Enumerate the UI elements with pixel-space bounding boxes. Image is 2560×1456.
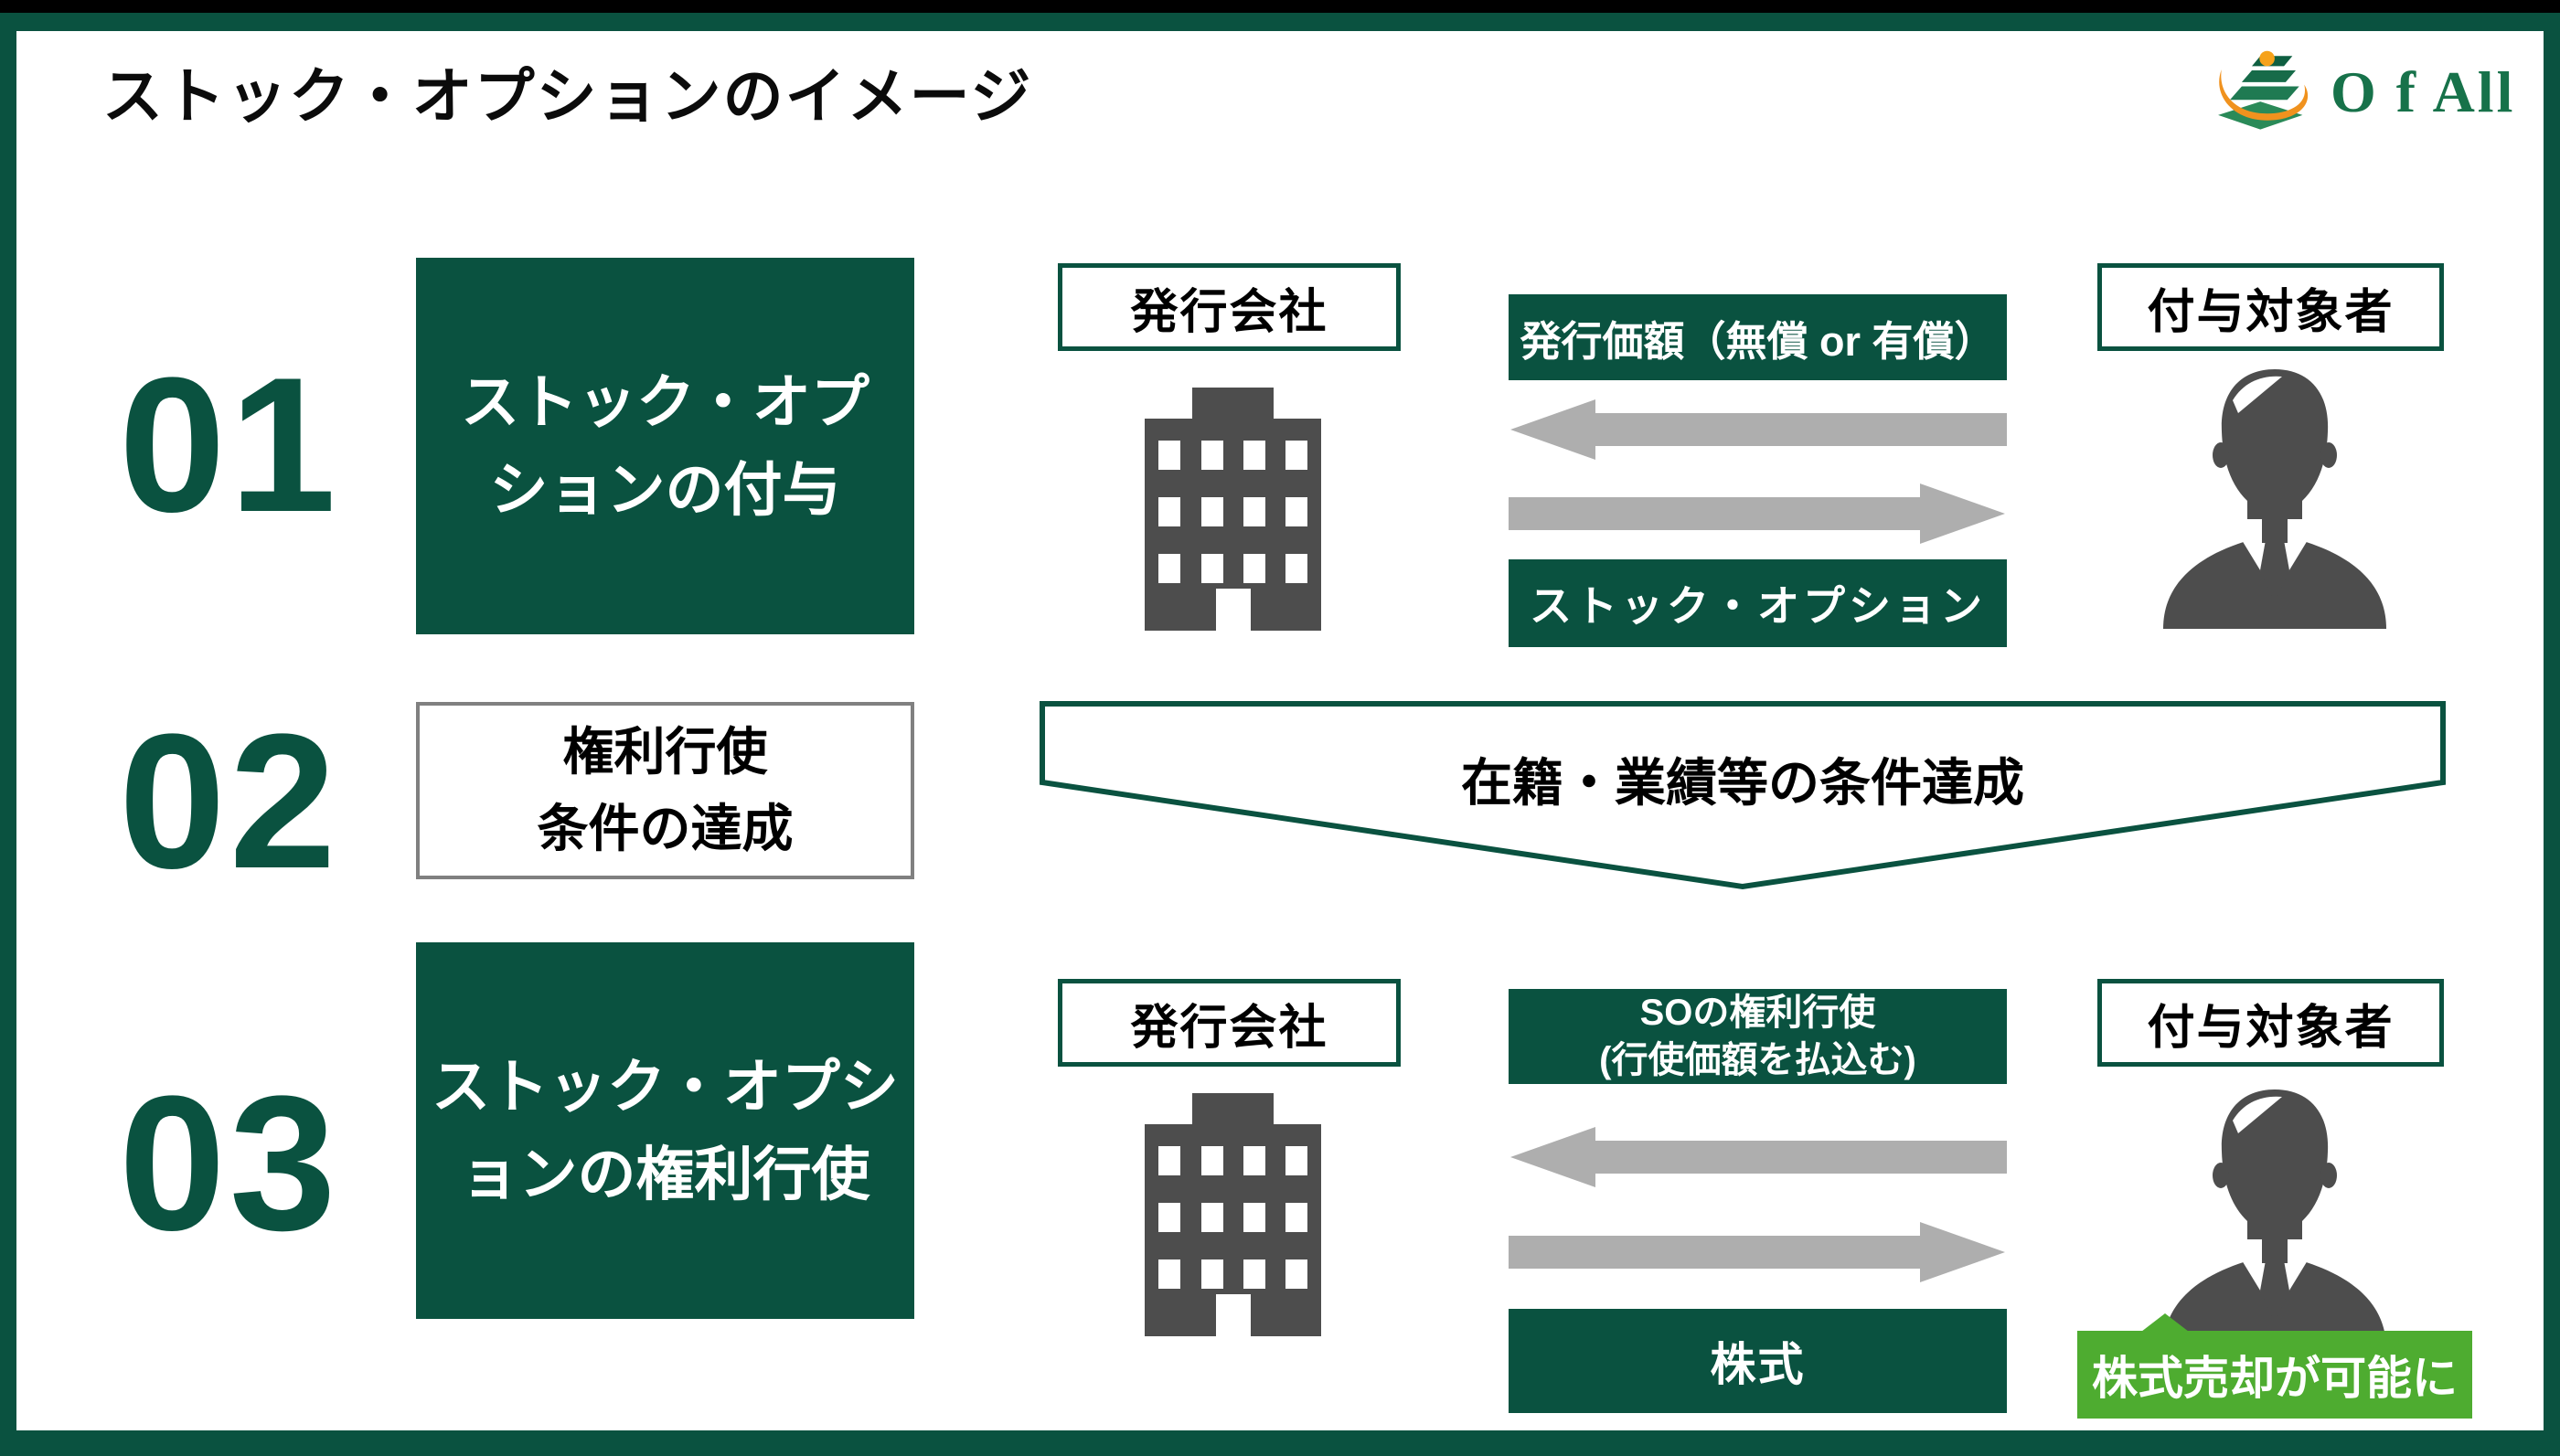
- step-2-label-line1: 権利行使: [562, 723, 768, 781]
- step-3-label-line2: ョンの権利行使: [460, 1142, 870, 1207]
- logo-text: O f All: [2331, 58, 2516, 124]
- condition-pennant-shape: [1040, 701, 2446, 890]
- building-icon-row1: [1145, 388, 1321, 631]
- step-2-label-line2: 条件の達成: [537, 800, 794, 857]
- exercise-banner-row3: SOの権利行使 (行使価額を払込む): [1509, 989, 2007, 1084]
- step-3-label-line1: ストック・オプシ: [432, 1054, 899, 1120]
- page-title: ストック・オプションのイメージ: [102, 62, 1033, 130]
- person-icon-row3: [2163, 1089, 2386, 1349]
- exercise-banner-line2: (行使価額を払込む): [1599, 1040, 1916, 1080]
- issuer-label-row3: 発行会社: [1058, 979, 1401, 1067]
- issuer-label-row3-text: 発行会社: [1130, 1001, 1328, 1055]
- step-1-label-line1: ストック・オプ: [461, 369, 869, 435]
- sale-badge-text: 株式売却が可能に: [2092, 1353, 2458, 1404]
- grantee-label-row3-text: 付与対象者: [2147, 1001, 2395, 1055]
- grant-banner-row1: ストック・オプション: [1509, 559, 2007, 647]
- step-1-number: 01: [119, 337, 340, 552]
- arrow-right-icon-row1: [1509, 484, 2005, 544]
- grantee-label-row1: 付与対象者: [2097, 263, 2444, 351]
- grant-banner-text: ストック・オプション: [1529, 582, 1987, 630]
- step-3-box: ストック・オプシ ョンの権利行使: [416, 942, 914, 1319]
- step-2-number: 02: [119, 694, 340, 909]
- step-3-number: 03: [119, 1056, 340, 1270]
- sale-badge-pointer: [2141, 1313, 2189, 1332]
- company-logo: O f All: [2208, 48, 2515, 136]
- logo-stairs-icon: [2218, 50, 2309, 130]
- price-banner-row1: 発行価額（無償 or 有償）: [1509, 294, 2007, 380]
- arrow-right-icon-row3: [1509, 1222, 2005, 1282]
- share-banner-row3: 株式: [1509, 1309, 2007, 1413]
- share-banner-text: 株式: [1710, 1339, 1806, 1390]
- step-1-label-line2: ションの付与: [489, 457, 841, 523]
- arrow-left-icon-row1: [1510, 399, 2007, 460]
- sale-badge: 株式売却が可能に: [2077, 1313, 2472, 1419]
- building-icon-row3: [1145, 1093, 1321, 1336]
- grantee-label-row3: 付与対象者: [2097, 979, 2444, 1067]
- grantee-label-row1-text: 付与対象者: [2147, 285, 2395, 339]
- issuer-label-row1: 発行会社: [1058, 263, 1401, 351]
- step-1-box: ストック・オプ ションの付与: [416, 258, 914, 634]
- step-2-box: 権利行使 条件の達成: [416, 702, 914, 879]
- price-banner-text: 発行価額（無償 or 有償）: [1520, 317, 1996, 365]
- exercise-banner-line1: SOの権利行使: [1639, 993, 1876, 1033]
- condition-banner: 在籍・業績等の条件達成: [1461, 754, 2024, 812]
- person-icon-row1: [2163, 369, 2386, 629]
- arrow-left-icon-row3: [1510, 1127, 2007, 1187]
- issuer-label-row1-text: 発行会社: [1130, 285, 1328, 339]
